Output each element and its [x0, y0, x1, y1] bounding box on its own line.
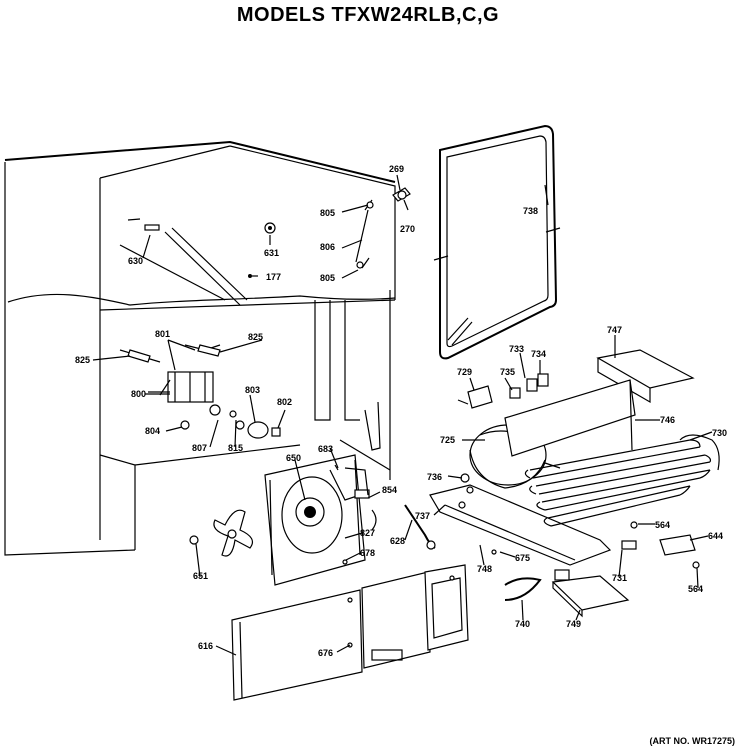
- part-label-730: 730: [712, 428, 727, 438]
- part-label-675: 675: [515, 553, 530, 563]
- part-label-564: 564: [655, 520, 670, 530]
- part-label-631: 631: [264, 248, 279, 258]
- part-label-630: 630: [128, 256, 143, 266]
- part-label-650: 650: [286, 453, 301, 463]
- part-label-651: 651: [193, 571, 208, 581]
- art-number: (ART NO. WR17275): [649, 736, 735, 746]
- part-label-683: 683: [318, 444, 333, 454]
- hinge-parts-drawing: [355, 187, 411, 269]
- part-label-805: 805: [320, 273, 335, 283]
- diagram-title: MODELS TFXW24RLB,C,G: [236, 4, 500, 26]
- tubing-drawing: [342, 504, 436, 565]
- relay-overload-drawing: [457, 373, 549, 409]
- part-label-815: 815: [228, 443, 243, 453]
- part-label-729: 729: [457, 367, 472, 377]
- part-label-807: 807: [192, 443, 207, 453]
- part-label-738: 738: [523, 206, 538, 216]
- part-label-746: 746: [660, 415, 675, 425]
- part-label-749: 749: [566, 619, 581, 629]
- part-label-800: 800: [131, 389, 146, 399]
- part-label-737: 737: [415, 511, 430, 521]
- part-label-733: 733: [509, 344, 524, 354]
- part-label-825: 825: [248, 332, 263, 342]
- part-label-564: 564: [688, 584, 703, 594]
- part-label-854: 854: [382, 485, 397, 495]
- part-label-806: 806: [320, 242, 335, 252]
- bracket-plates-drawing: [504, 349, 695, 457]
- part-label-678: 678: [360, 548, 375, 558]
- part-label-676: 676: [318, 648, 333, 658]
- part-label-628: 628: [390, 536, 405, 546]
- part-label-747: 747: [607, 325, 622, 335]
- part-label-269: 269: [389, 164, 404, 174]
- part-label-644: 644: [708, 531, 723, 541]
- part-label-725: 725: [440, 435, 455, 445]
- part-label-740: 740: [515, 619, 530, 629]
- part-label-270: 270: [400, 224, 415, 234]
- gasket-frame-drawing: [433, 124, 561, 360]
- access-covers-drawing: [231, 564, 469, 701]
- part-label-734: 734: [531, 349, 546, 359]
- part-label-802: 802: [277, 397, 292, 407]
- part-label-177: 177: [266, 272, 281, 282]
- part-label-825: 825: [75, 355, 90, 365]
- part-label-731: 731: [612, 573, 627, 583]
- part-label-748: 748: [477, 564, 492, 574]
- cabinet-drawing: [4, 140, 396, 556]
- drain-pan-drawing: [491, 521, 700, 618]
- leader-lines: [92, 174, 713, 656]
- part-label-804: 804: [145, 426, 160, 436]
- part-label-827: 827: [360, 528, 375, 538]
- water-valve-drawing: [119, 344, 281, 439]
- part-label-735: 735: [500, 367, 515, 377]
- fan-blade-drawing: [189, 509, 253, 557]
- part-label-736: 736: [427, 472, 442, 482]
- condenser-coil-drawing: [524, 434, 720, 527]
- part-label-805: 805: [320, 208, 335, 218]
- part-label-803: 803: [245, 385, 260, 395]
- part-label-801: 801: [155, 329, 170, 339]
- fan-bracket-drawing: [264, 454, 370, 586]
- part-label-616: 616: [198, 641, 213, 651]
